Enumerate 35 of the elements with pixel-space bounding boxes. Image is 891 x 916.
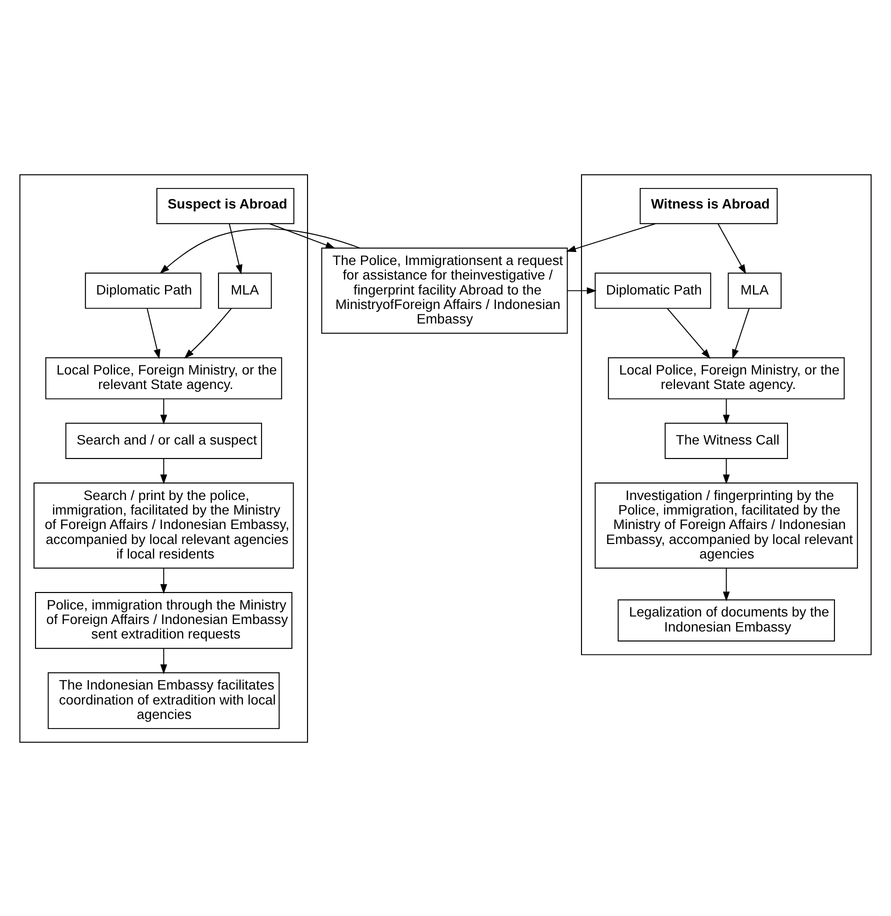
node-box: Suspect is Abroad <box>156 187 294 224</box>
arrow <box>269 222 336 248</box>
arrow <box>160 228 360 274</box>
arrow <box>160 398 168 424</box>
node-box: The Indonesian Embassy facilitates coordination of extradition with local agencies <box>48 672 280 729</box>
arrow <box>160 458 168 484</box>
node-box: Witness is Abroad <box>640 187 778 224</box>
arrow <box>184 308 232 358</box>
node-box: Legalization of documents by the Indonesian Embassy <box>618 598 835 641</box>
arrow <box>732 308 750 359</box>
node-box: MLA <box>728 272 782 308</box>
node-box: The Police, Immigrationsent a request for assistance for theinvestigative / fingerprint facility Abroad to the MinistryofForeign Affairs / Indonesian Embassy <box>321 247 568 334</box>
cluster <box>19 174 308 742</box>
arrow <box>146 308 160 359</box>
node-box: MLA <box>218 272 272 308</box>
arrow <box>722 567 730 601</box>
arrow <box>722 398 730 424</box>
node-box: Investigation / fingerprinting by the Police, immigration, facilitated by the Ministry of Foreign Affairs / Indonesian Embassy, accompanied by local relevant agencies <box>594 482 858 568</box>
node-box: Diplomatic Path <box>84 272 202 308</box>
node-box: Diplomatic Path <box>594 272 712 308</box>
node-box: Police, immigration through the Ministry of Foreign Affairs / Indonesian Embassy sent extradition requests <box>35 592 292 648</box>
arrow <box>228 222 242 274</box>
node-box: Search / print by the police, immigration, facilitated by the Ministry of Foreign Affairs / Indonesian Embassy, accompanied by local relevant agencies if local residents <box>34 482 294 568</box>
arrow <box>718 222 746 274</box>
arrow <box>722 458 730 484</box>
node-box: Local Police, Foreign Ministry, or the relevant State agency. <box>45 356 282 399</box>
arrow <box>160 567 168 594</box>
node-box: Search and / or call a suspect <box>65 422 262 458</box>
cluster <box>581 174 872 655</box>
arrow <box>566 222 656 252</box>
node-box: The Witness Call <box>664 422 788 458</box>
arrow <box>666 308 710 358</box>
arrow <box>160 647 168 674</box>
arrow <box>566 286 597 294</box>
node-box: Local Police, Foreign Ministry, or the relevant State agency. <box>608 356 845 399</box>
